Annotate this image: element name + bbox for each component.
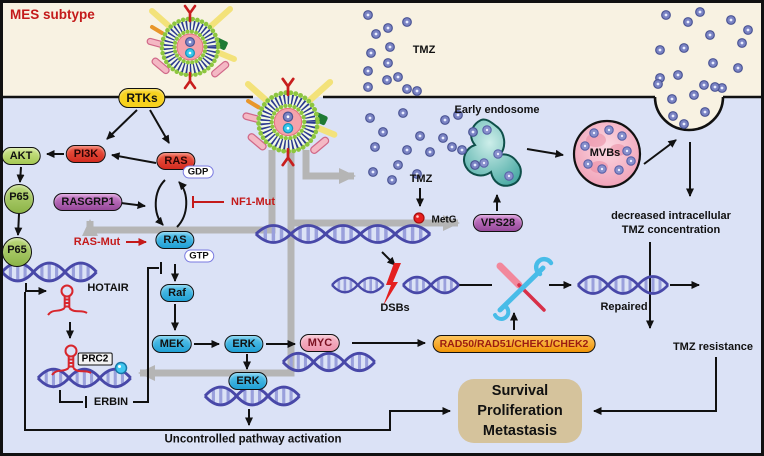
dna-break-lightning-icon [383, 263, 401, 306]
tmz-cytoplasm-label: TMZ [409, 172, 433, 185]
exocytosis-pocket [653, 96, 725, 132]
repaired-label: Repaired [600, 300, 648, 313]
hotair-label: HOTAIR [87, 281, 129, 294]
gdp-chip: GDP [182, 165, 214, 179]
decreased-tmz-label-line2: TMZ concentration [621, 223, 721, 236]
uncontrolled-activation-label: Uncontrolled pathway activation [164, 433, 342, 446]
erk-node-2: ERK [228, 372, 268, 390]
prc2-dot-icon [114, 361, 128, 375]
extracellular-space [0, 0, 764, 97]
mek-node: MEK [151, 335, 193, 353]
diagram-title: MES subtype [10, 7, 95, 22]
rtks-node: RTKs [118, 88, 166, 108]
nf1-mut-label: NF1-Mut [231, 195, 275, 208]
prc2-node: PRC2 [77, 352, 113, 366]
outcome-proliferation: Proliferation [477, 403, 563, 419]
metg-label: MetG [431, 214, 457, 226]
pathway-arrows [14, 109, 717, 431]
repair-tools-icon [493, 256, 554, 321]
exosome-signal-arrows [82, 150, 460, 381]
outcome-box: Survival Proliferation Metastasis [458, 379, 582, 443]
ras-gtp-node: RAS [155, 231, 195, 249]
erbin-label: ERBIN [93, 395, 129, 408]
mvbs-label: MVBs [589, 146, 621, 159]
early-endosome-label: Early endosome [454, 103, 540, 116]
raf-node: Raf [160, 284, 194, 302]
p65-node: P65 [4, 184, 34, 214]
repair-complex-node: RAD50/RAD51/CHEK1/CHEK2 [432, 335, 596, 353]
rasgrp1-node: RASGRP1 [53, 193, 123, 211]
early-endosome-icon [463, 118, 522, 187]
erk-node: ERK [224, 335, 264, 353]
tmz-resistance-label: TMZ resistance [672, 340, 754, 353]
pi3k-node: PI3K [65, 145, 107, 163]
p65-node-2: P65 [2, 237, 32, 267]
decreased-tmz-label-line1: decreased intracellular [611, 209, 731, 222]
ras-mut-label: RAS-Mut [73, 235, 121, 248]
outcome-survival: Survival [491, 383, 549, 399]
myc-node: MYC [299, 334, 341, 352]
mutation-arrows [126, 196, 224, 246]
tmz-extracellular-label: TMZ [412, 43, 436, 56]
outcome-metastasis: Metastasis [482, 423, 558, 439]
akt-node: AKT [1, 147, 41, 165]
metg-adduct-icon [413, 212, 425, 224]
vps28-node: VPS28 [472, 214, 524, 232]
mvbs-icon [572, 119, 642, 189]
dsbs-label: DSBs [380, 301, 410, 314]
gtp-chip: GTP [184, 249, 214, 263]
